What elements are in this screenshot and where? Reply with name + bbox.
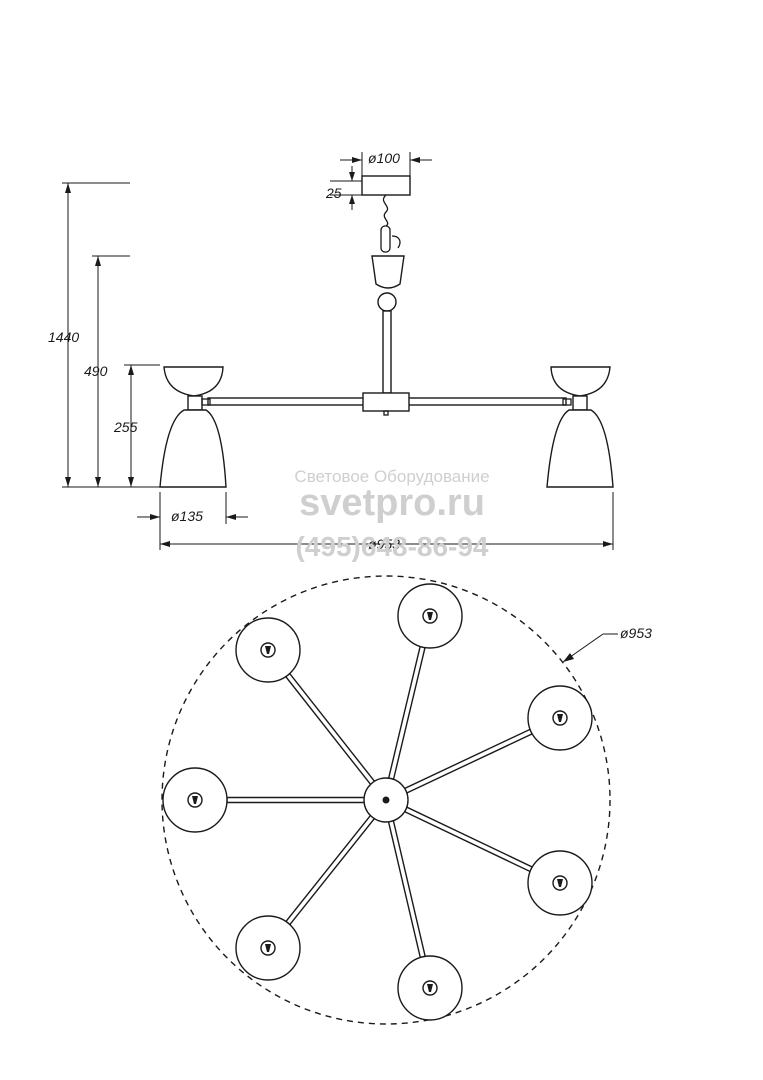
canopy-diameter-label: ø100: [368, 150, 400, 166]
stem-cup: [371, 255, 405, 289]
plan-hub-screw: [382, 796, 390, 804]
watermark-company: Световое Оборудование: [294, 467, 489, 486]
dimension-span-diameter: ø953: [159, 492, 614, 552]
dimension-body-height: 490: [84, 255, 130, 487]
shade-height-label: 255: [113, 419, 138, 435]
shade-diameter-label: ø135: [171, 508, 203, 524]
plan-lamp-bulb-mark: [557, 714, 563, 722]
plan-outline-circle: [161, 575, 611, 1025]
right-lamp: [546, 366, 614, 488]
plan-lamp-bulb-mark: [557, 879, 563, 887]
plan-arm: [226, 796, 367, 804]
dimension-total-height: 1440: [48, 182, 130, 487]
plan-lamp-bulb-mark: [427, 612, 433, 620]
stem-ball: [377, 292, 397, 312]
left-lamp: [159, 366, 227, 488]
plan-lamp-bulb-mark: [192, 796, 198, 804]
plan-arm: [387, 645, 426, 782]
total-height-label: 1440: [48, 329, 79, 345]
plan-arm: [402, 805, 534, 873]
dimension-plan-diameter: ø953: [562, 625, 652, 663]
watermark-site: svetpro.ru: [299, 482, 485, 524]
left-lamp-shade: [159, 409, 227, 488]
dimension-canopy-diameter: ø100: [340, 150, 432, 176]
watermark-phone: (495)648-86-94: [295, 531, 488, 562]
central-hub: [362, 392, 410, 412]
plan-arm: [387, 818, 426, 959]
plan-arms: [162, 583, 593, 1021]
central-stem: [382, 310, 392, 394]
plan-view: ø953: [161, 575, 652, 1025]
body-height-label: 490: [84, 363, 108, 379]
dimension-shade-diameter: ø135: [137, 492, 248, 524]
left-lamp-top-cup: [163, 366, 224, 397]
plan-diameter-label: ø953: [620, 625, 652, 641]
plan-arm: [284, 672, 377, 787]
plan-arm: [285, 813, 377, 926]
span-diameter-label: ø953: [368, 536, 400, 552]
plan-lamp-bulb-mark: [265, 646, 271, 654]
dimension-canopy-height: 25: [325, 166, 362, 210]
side-elevation-view: 1440 490 255 ø100: [48, 150, 614, 552]
right-lamp-top-cup: [550, 366, 611, 397]
plan-lamp-bulb-mark: [427, 984, 433, 992]
canopy-height-label: 25: [325, 185, 342, 201]
plan-arm: [402, 728, 534, 795]
plan-lamp-bulb-mark: [265, 944, 271, 952]
dimension-shade-height: 255: [113, 364, 160, 487]
watermark: Световое Оборудование svetpro.ru (495)64…: [294, 467, 489, 562]
ceiling-canopy: [361, 175, 411, 196]
right-lamp-shade: [546, 409, 614, 488]
suspension-hook: [380, 194, 401, 253]
